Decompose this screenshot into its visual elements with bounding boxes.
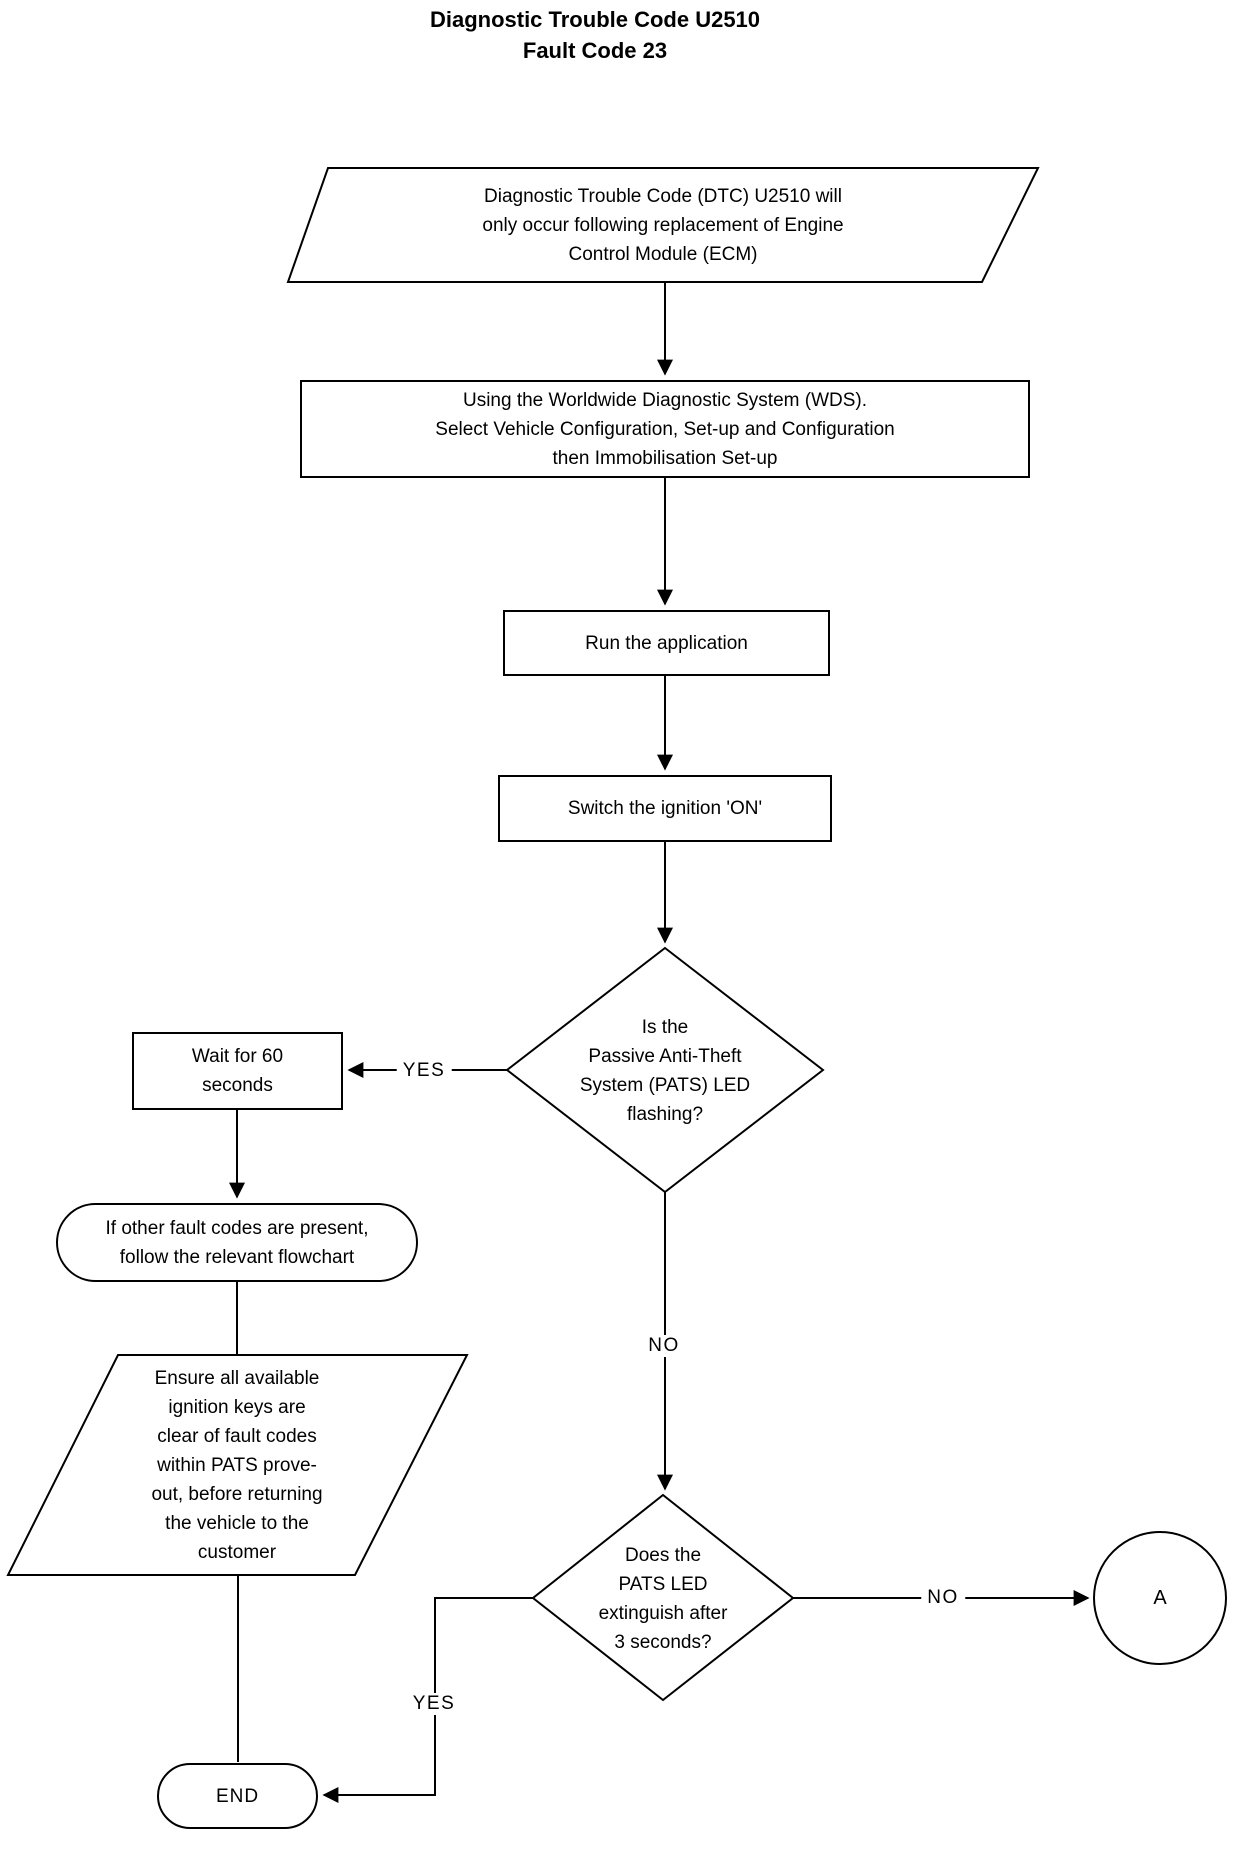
- other-fault-codes-rounded-box: If other fault codes are present, follow…: [56, 1203, 418, 1282]
- edge-label-no2: NO: [921, 1587, 965, 1609]
- connector-a-label: A: [1153, 1586, 1167, 1609]
- decision1-label: Is the Passive Anti-Theft System (PATS) …: [579, 1017, 751, 1125]
- wds-process-box: Using the Worldwide Diagnostic System (W…: [300, 380, 1030, 478]
- wait-60-seconds-box: Wait for 60 seconds: [132, 1032, 343, 1110]
- ensure-keys-parallelogram-shape: [6, 1354, 469, 1576]
- page-title-line1: Diagnostic Trouble Code U2510: [429, 7, 761, 32]
- page-title-line2: Fault Code 23: [522, 38, 668, 63]
- end-terminator: END: [157, 1763, 318, 1829]
- decision2-diamond-shape: [531, 1493, 795, 1702]
- run-application-box: Run the application: [503, 610, 830, 676]
- edge-label-no1: NO: [642, 1335, 686, 1357]
- connector-a-circle-shape: [1093, 1531, 1227, 1665]
- start-parallelogram-shape: [286, 167, 1040, 283]
- edge-label-yes2: YES: [406, 1693, 462, 1715]
- page-title: Diagnostic Trouble Code U2510 Fault Code…: [245, 4, 945, 66]
- decision1-diamond-shape: [505, 946, 825, 1194]
- ensure-keys-label: Ensure all available ignition keys are c…: [151, 1367, 323, 1563]
- switch-ignition-box: Switch the ignition 'ON': [498, 775, 832, 842]
- edge-label-yes1: YES: [396, 1060, 452, 1082]
- decision2-label: Does the PATS LED extinguish after 3 sec…: [598, 1545, 728, 1653]
- start-node-label: Diagnostic Trouble Code (DTC) U2510 will…: [482, 185, 844, 265]
